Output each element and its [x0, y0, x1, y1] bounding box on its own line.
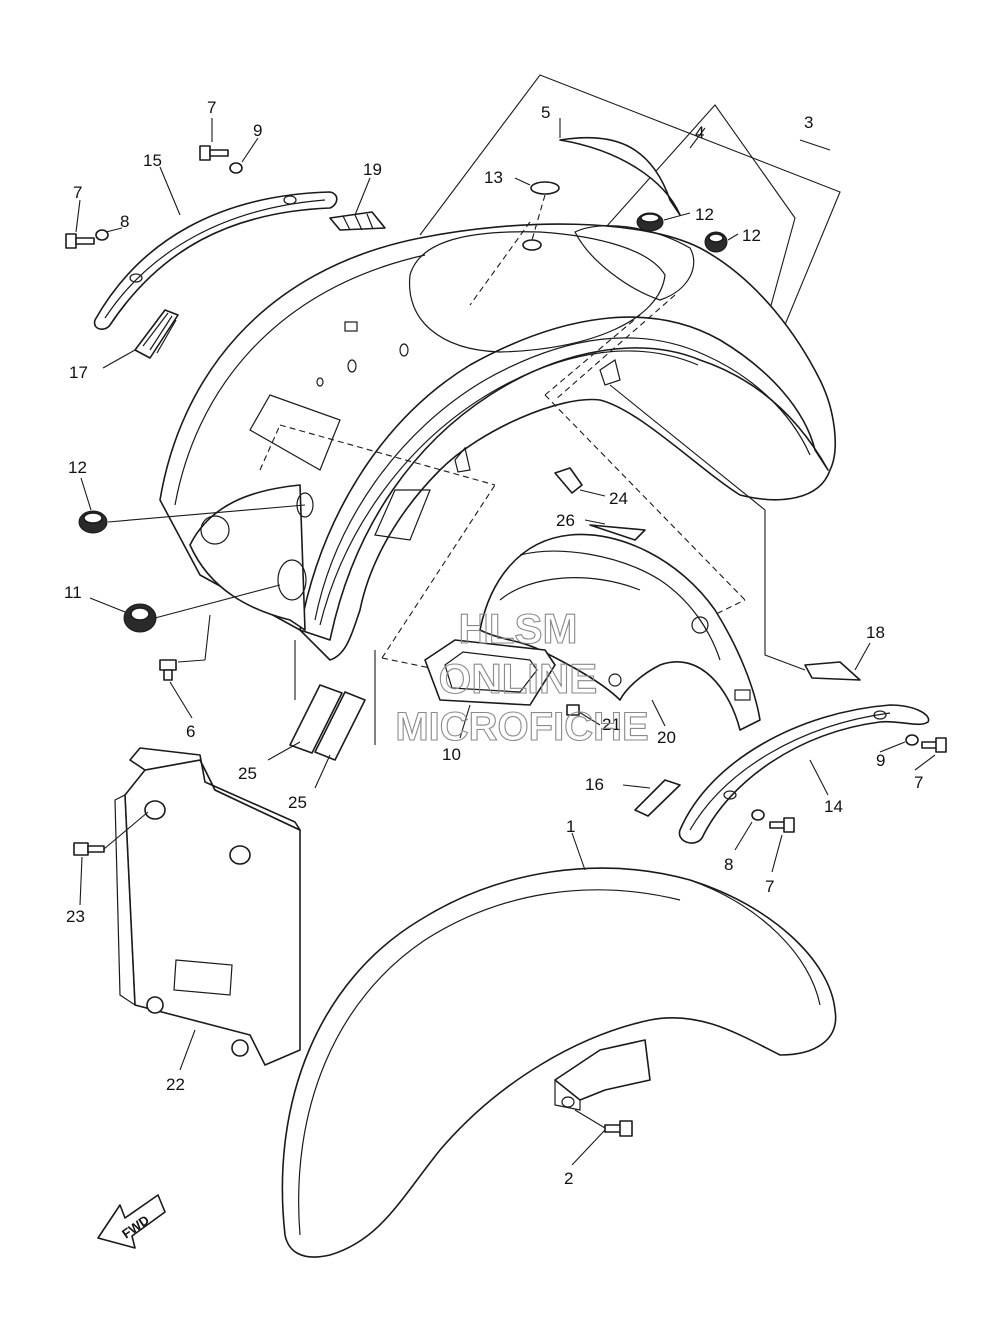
- callout-10: 10: [442, 745, 461, 764]
- callout-4: 4: [695, 123, 704, 142]
- callout-1: 1: [566, 817, 575, 836]
- rubber-plate-16: [634, 779, 681, 817]
- callout-20: 20: [657, 728, 676, 747]
- bolt-6: [159, 659, 177, 681]
- screw-21: [566, 704, 601, 726]
- callout-12-b: 12: [742, 226, 761, 245]
- rear-fender: [159, 223, 836, 661]
- bolt-23: [73, 842, 105, 856]
- watermark: HLSM ONLINE MICROFICHE: [395, 604, 649, 749]
- callout-2: 2: [564, 1169, 573, 1188]
- callout-3: 3: [804, 113, 813, 132]
- callout-8-left: 8: [120, 212, 129, 231]
- callout-7-left: 7: [73, 183, 82, 202]
- reflector-25-a: [289, 684, 343, 754]
- bolt-7-lower-right: [769, 817, 795, 833]
- callout-8-right: 8: [724, 855, 733, 874]
- front-fender: [281, 867, 837, 1258]
- callout-7-right: 7: [914, 773, 923, 792]
- callout-12-a: 12: [695, 205, 714, 224]
- callout-24: 24: [609, 489, 628, 508]
- watermark-line-1: HLSM: [459, 605, 578, 652]
- bolt-7-left: [65, 233, 95, 249]
- callout-9-right: 9: [876, 751, 885, 770]
- grommet-12-b: [704, 231, 728, 253]
- callout-25-b: 25: [288, 793, 307, 812]
- callout-21: 21: [602, 715, 621, 734]
- rubber-plate-17: [134, 309, 179, 359]
- callout-15: 15: [143, 151, 162, 170]
- callout-7-top: 7: [207, 98, 216, 117]
- callout-7-lower: 7: [765, 877, 774, 896]
- callout-9-top: 9: [253, 121, 262, 140]
- callout-leaders: [75, 118, 936, 1166]
- callout-11: 11: [64, 583, 82, 602]
- callout-5: 5: [541, 103, 550, 122]
- fender-bracket-2: [554, 1039, 651, 1111]
- callout-12-c: 12: [68, 458, 87, 477]
- rubber-plate-19: [329, 211, 386, 231]
- washer-13: [530, 181, 560, 195]
- bolt-2: [604, 1120, 633, 1137]
- grommet-11: [123, 603, 157, 633]
- callout-22: 22: [166, 1075, 185, 1094]
- callout-25-a: 25: [238, 764, 257, 783]
- fwd-direction-marker: FWD: [97, 1194, 166, 1249]
- callout-26: 26: [556, 511, 575, 530]
- trim-26: [589, 524, 646, 541]
- watermark-line-2: ONLINE: [439, 655, 598, 702]
- callout-14: 14: [824, 797, 843, 816]
- washer-8-left: [95, 229, 109, 241]
- callout-16: 16: [585, 775, 604, 794]
- reflector-25-b: [314, 691, 366, 761]
- watermark-line-3: MICROFICHE: [395, 705, 648, 749]
- inner-fender-20: [479, 533, 761, 731]
- washer-8-right: [751, 809, 765, 821]
- bolt-7-right: [921, 737, 947, 753]
- washer-9-right: [905, 734, 919, 746]
- callout-18: 18: [866, 623, 885, 642]
- side-cover-22: [114, 747, 301, 1066]
- side-rail-left: [93, 191, 338, 330]
- callout-numbers: 1 2 3 4 5 6 7 7 7 7 8 8 9 9 10 11 12 12 …: [64, 98, 923, 1188]
- washer-9-top: [229, 162, 243, 174]
- license-frame-10: [424, 639, 556, 706]
- clip-24: [554, 467, 583, 494]
- callout-6: 6: [186, 722, 195, 741]
- callout-17: 17: [69, 363, 88, 382]
- callout-19: 19: [363, 160, 382, 179]
- grommet-12-c: [78, 510, 108, 534]
- callout-13: 13: [484, 168, 503, 187]
- grommet-12-a: [636, 212, 664, 232]
- side-rail-right: [678, 704, 930, 844]
- rubber-plate-18: [804, 661, 861, 681]
- rear-support-lines: [177, 384, 806, 745]
- bolt-7-top: [199, 145, 229, 161]
- trim-strip: [559, 136, 681, 216]
- washer-13-hole: [522, 239, 542, 251]
- callout-23: 23: [66, 907, 85, 926]
